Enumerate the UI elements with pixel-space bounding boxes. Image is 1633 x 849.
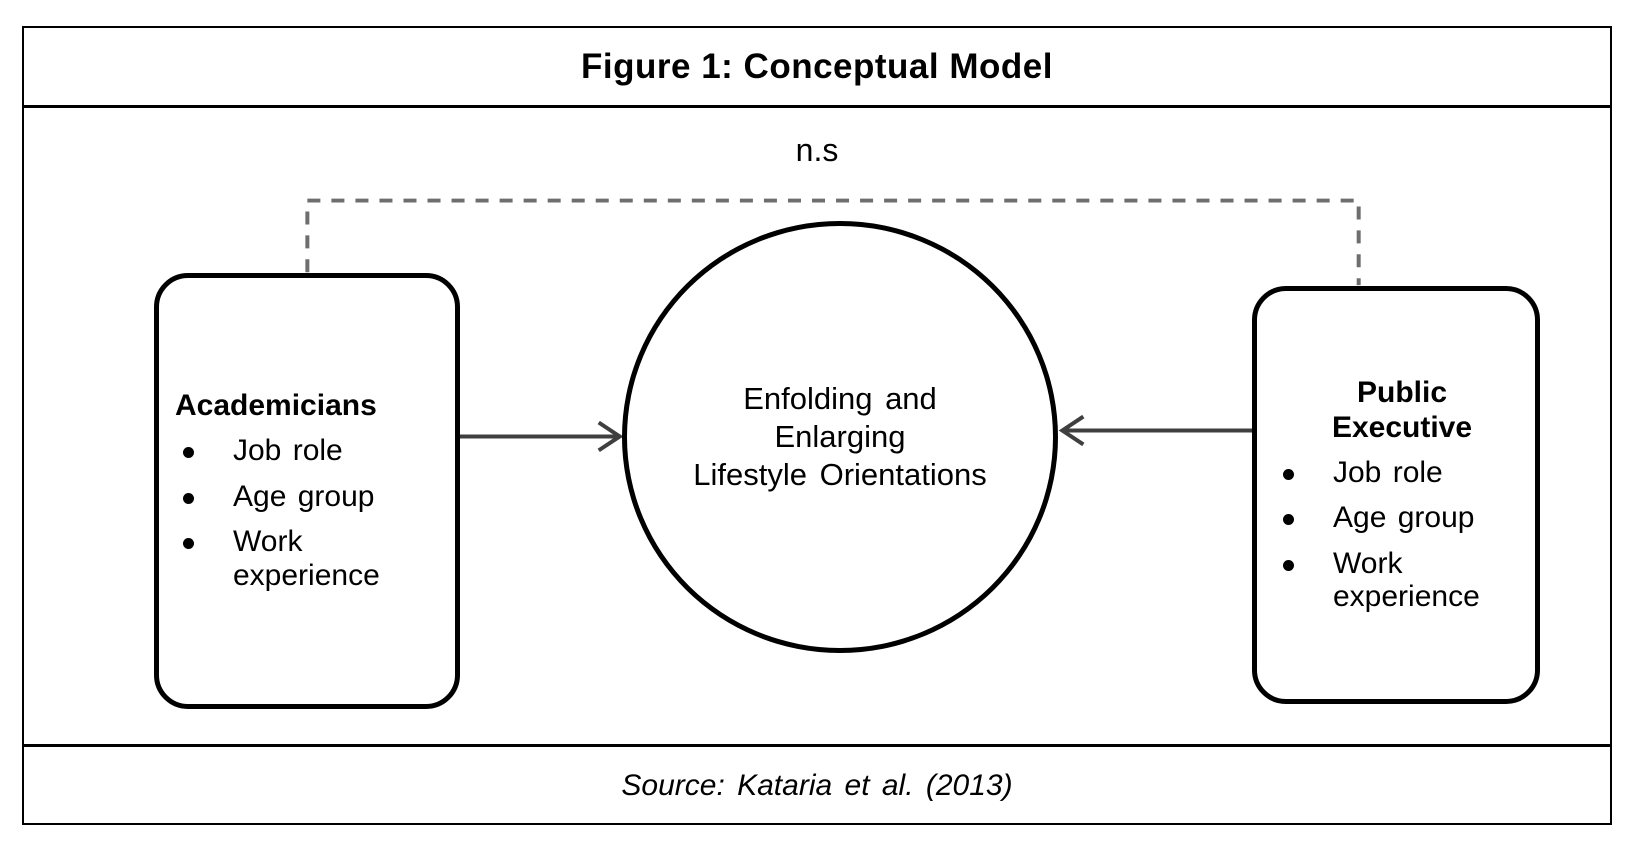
list-item-label: Job role <box>1333 455 1443 489</box>
construct-box-academicians-content: Academicians Job role Age group Work exp… <box>159 278 455 704</box>
bullet-dot-icon <box>1283 468 1294 480</box>
figure-source-caption: Source: Kataria et al. (2013) <box>621 768 1013 802</box>
list-item: Age group <box>175 480 449 514</box>
construct-box-public-executive-content: Public Executive Job role Age group Work <box>1257 291 1535 699</box>
list-item: Job role <box>175 434 449 468</box>
construct-circle-line-1: Enfolding and <box>743 381 937 417</box>
arrow-right-head <box>1058 414 1085 447</box>
arrow-left-head <box>597 420 624 453</box>
academicians-attribute-list: Job role Age group Work experience <box>175 428 449 592</box>
list-item-label: Age group <box>1333 501 1475 535</box>
figure-title-band: Figure 1: Conceptual Model <box>24 28 1610 108</box>
page-title: Figure 1: Conceptual Model <box>581 46 1053 86</box>
bullet-dot-icon <box>183 538 194 550</box>
diagram-canvas: n.s Academicians Job role Age group <box>24 108 1610 747</box>
bullet-dot-icon <box>1283 514 1294 526</box>
bullet-dot-icon <box>1283 559 1294 571</box>
construct-heading-academicians: Academicians <box>175 389 377 423</box>
list-item-label: Job role <box>233 434 343 468</box>
figure-frame: Figure 1: Conceptual Model n.s Academici… <box>22 26 1612 825</box>
list-item-label: Age group <box>233 479 375 513</box>
construct-heading-line-1: Public <box>1356 376 1447 410</box>
list-item: Work experience <box>175 525 449 592</box>
list-item: Job role <box>1275 456 1529 490</box>
construct-heading-line-2: Executive <box>1331 410 1473 444</box>
ns-relationship-label: n.s <box>795 132 839 168</box>
construct-circle-label: Enfolding and Enlarging Lifestyle Orient… <box>687 380 992 493</box>
bullet-dot-icon <box>183 492 194 504</box>
construct-heading-public-executive: Public Executive <box>1275 376 1529 446</box>
list-item-label: Work experience <box>1333 546 1480 614</box>
public-executive-attribute-list: Job role Age group Work experience <box>1275 450 1529 614</box>
construct-box-academicians: Academicians Job role Age group Work exp… <box>154 273 460 709</box>
construct-circle-lifestyle-orientations: Enfolding and Enlarging Lifestyle Orient… <box>622 221 1058 653</box>
bullet-dot-icon <box>183 447 194 459</box>
construct-box-public-executive: Public Executive Job role Age group Work <box>1252 286 1540 704</box>
list-item: Age group <box>1275 501 1529 535</box>
list-item: Work experience <box>1275 547 1529 614</box>
construct-circle-line-2: Enlarging <box>774 419 906 455</box>
construct-circle-line-3: Lifestyle Orientations <box>693 456 987 492</box>
list-item-label: Work experience <box>233 525 380 592</box>
figure-source-band: Source: Kataria et al. (2013) <box>24 747 1610 824</box>
